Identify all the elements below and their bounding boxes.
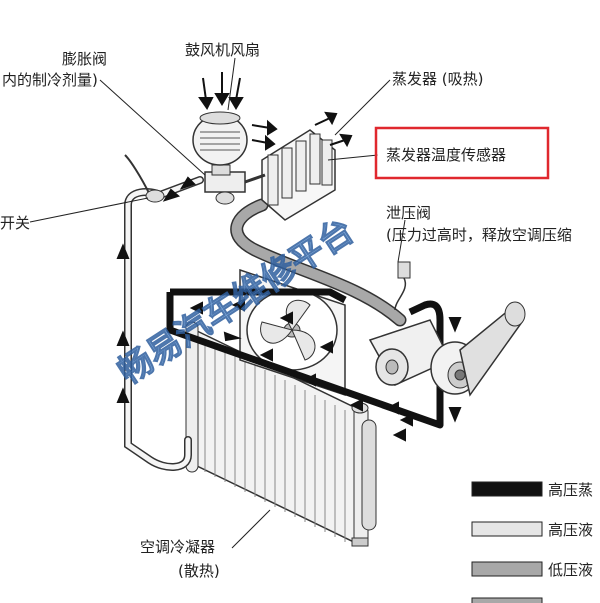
compressor [370, 262, 525, 395]
legend-label-0: 高压蒸 [548, 481, 593, 499]
label-evap-temp-sensor: 蒸发器温度传感器 [386, 146, 506, 164]
pressure-switch [146, 190, 164, 202]
label-switch: 开关 [0, 214, 30, 232]
legend-label-2: 低压液 [548, 561, 593, 579]
label-condenser-sub: (散热) [178, 562, 220, 580]
legend: 高压蒸 高压液 低压液 [472, 481, 593, 603]
legend-swatch-2 [472, 562, 542, 576]
legend-swatch-1 [472, 522, 542, 536]
label-blower-fan: 鼓风机风扇 [185, 41, 260, 59]
label-evaporator: 蒸发器 (吸热) [392, 70, 483, 88]
label-relief-valve-sub: (压力过高时，释放空调压缩 [386, 226, 572, 244]
label-expansion-valve-sub: 内的制冷剂量) [2, 71, 98, 89]
legend-label-1: 高压液 [548, 521, 593, 539]
legend-swatch-3 [472, 598, 542, 603]
blower-fan [193, 112, 247, 165]
label-expansion-valve: 膨胀阀 [62, 50, 107, 68]
label-condenser: 空调冷凝器 [140, 538, 215, 556]
label-relief-valve: 泄压阀 [386, 204, 431, 222]
legend-swatch-0 [472, 482, 542, 496]
expansion-valve [205, 165, 265, 204]
evap-temp-sensor-highlight: 蒸发器温度传感器 [376, 128, 548, 178]
